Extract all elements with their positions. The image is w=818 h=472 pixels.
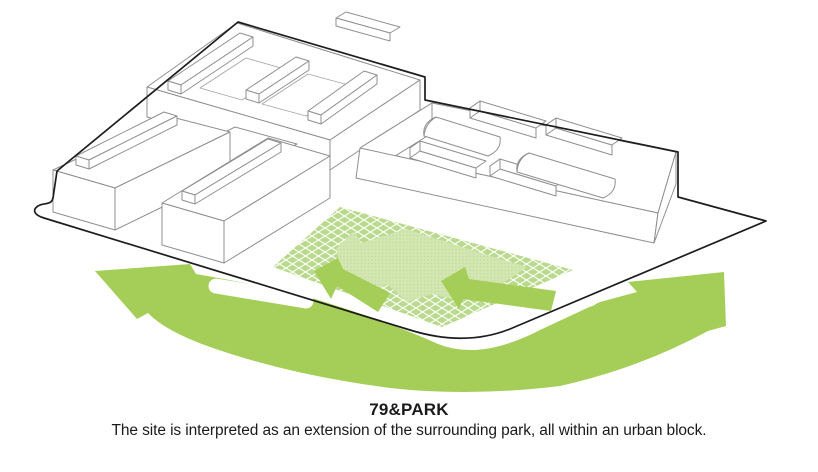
park-entry-arrows: [314, 258, 556, 312]
park-entry-arrow-right: [441, 267, 556, 311]
figure-caption-text: The site is interpreted as an extension …: [111, 422, 707, 440]
park-entry-arrow-left: [314, 258, 390, 312]
vaulted-building-right: [355, 100, 677, 244]
urban-block-boundary: [33, 21, 767, 340]
park-inner-arrow-dots: [336, 229, 527, 302]
slab-building-center: [161, 137, 331, 264]
figure-caption-block: 79&PARK The site is interpreted as an ex…: [0, 399, 818, 442]
street-corridor: [208, 278, 598, 323]
figure-title: 79&PARK: [369, 400, 449, 419]
